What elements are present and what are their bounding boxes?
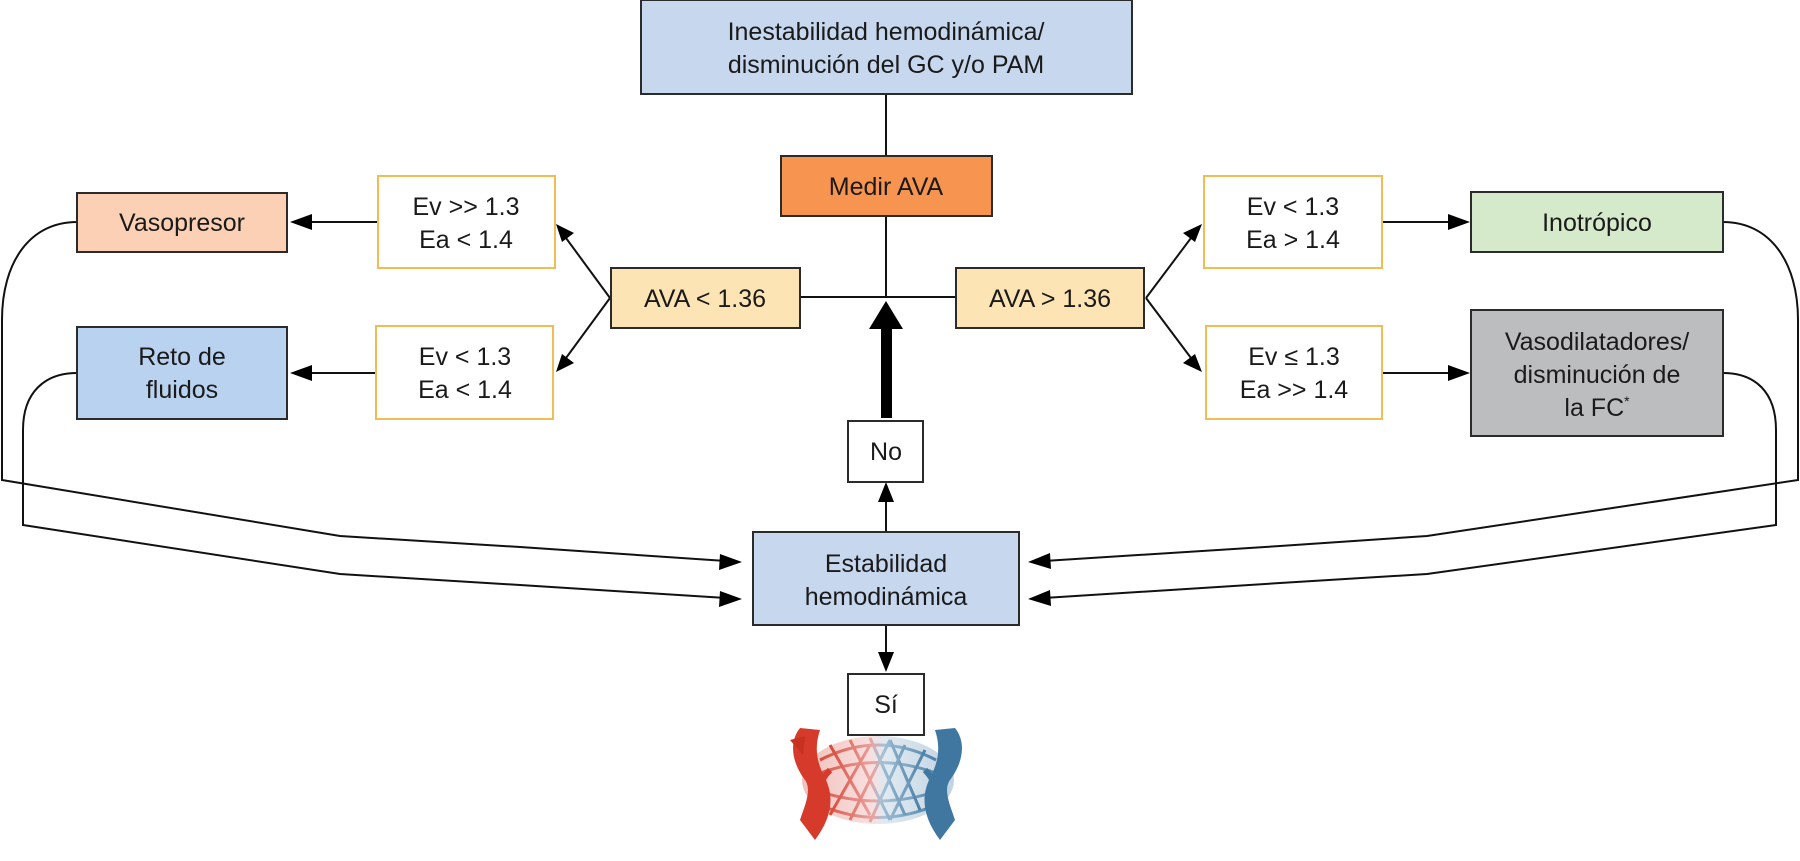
node-label: Inotrópico [1542, 209, 1652, 237]
arrowhead [1028, 590, 1051, 606]
capillary-network-icon [790, 728, 962, 840]
node-label-line-2: disminución de [1514, 361, 1681, 389]
node-box [76, 192, 288, 253]
arrowhead [290, 214, 312, 230]
node-hemodynamic-instability[interactable]: Inestabilidad hemodinámica/ disminución … [640, 0, 1133, 95]
arrowhead [719, 554, 742, 570]
edge-vasodilators-to-stability [1043, 372, 1777, 599]
node-box [375, 325, 554, 420]
arrowhead [1183, 224, 1202, 242]
node-label-line-1: Ev < 1.3 [1247, 193, 1339, 221]
arrowhead [719, 591, 742, 607]
node-label: Sí [874, 691, 898, 719]
node-label-line-1: Inestabilidad hemodinámica/ [728, 18, 1045, 46]
node-label-line-2: disminución del GC y/o PAM [728, 51, 1044, 79]
node-condition-ev-low-ea-high[interactable]: Ev < 1.3 Ea > 1.4 [1203, 175, 1383, 269]
arrowhead [556, 224, 574, 242]
node-box [847, 420, 924, 483]
edge-vasopresor-to-stability [0, 221, 727, 562]
node-box [76, 326, 288, 420]
node-label-line-1: Ev ≤ 1.3 [1248, 343, 1340, 371]
node-label: Medir AVA [829, 173, 944, 201]
node-label-line-1: Reto de [138, 343, 226, 371]
node-label-line-2: Ea < 1.4 [419, 226, 513, 254]
node-label-line-1: Ev < 1.3 [419, 343, 511, 371]
arrowhead [1448, 214, 1470, 230]
node-ava-low[interactable]: AVA < 1.36 [610, 267, 801, 329]
node-label-line-2: Ea > 1.4 [1246, 226, 1340, 254]
node-box [640, 0, 1133, 95]
node-label-line-2: hemodinámica [805, 583, 968, 611]
edge-inotropic-to-stability [1043, 221, 1799, 562]
node-label: Vasopresor [119, 209, 245, 237]
edges [0, 94, 1799, 672]
arrowhead [556, 354, 574, 372]
edge-ava-low-to-cond-bottom [565, 297, 611, 359]
node-inotropic[interactable]: Inotrópico [1470, 191, 1724, 253]
edge-ava-low-to-cond-top [565, 237, 611, 299]
node-box [752, 531, 1020, 626]
node-yes[interactable]: Sí [847, 673, 925, 736]
node-box [610, 267, 801, 329]
node-vasodilators-hr-reduction[interactable]: Vasodilatadores/ disminución de la FC* [1470, 309, 1724, 437]
node-fluid-challenge[interactable]: Reto de fluidos [76, 326, 288, 420]
thick-arrow-head [869, 301, 903, 329]
arrowhead [1028, 553, 1051, 569]
node-condition-ev-le-ea-very-high[interactable]: Ev ≤ 1.3 Ea >> 1.4 [1205, 325, 1383, 420]
node-box [847, 673, 925, 736]
node-label: AVA > 1.36 [989, 285, 1111, 313]
arrowhead [1448, 365, 1470, 381]
node-label: AVA < 1.36 [644, 285, 766, 313]
node-hemodynamic-stability[interactable]: Estabilidad hemodinámica [752, 531, 1020, 626]
node-measure-ava[interactable]: Medir AVA [780, 155, 993, 217]
node-label-line-2: Ea >> 1.4 [1240, 376, 1349, 404]
node-vasopresor[interactable]: Vasopresor [76, 192, 288, 253]
thick-arrow-shaft [881, 328, 892, 418]
arrowhead [878, 482, 894, 502]
edge-fluids-to-stability [22, 372, 727, 599]
footnote-marker: * [1624, 393, 1630, 409]
node-box [780, 155, 993, 217]
node-ava-high[interactable]: AVA > 1.36 [955, 267, 1145, 329]
node-label-line-1: Vasodilatadores/ [1505, 328, 1689, 356]
node-label-line-2: Ea < 1.4 [418, 376, 512, 404]
node-box [377, 175, 556, 269]
node-label-line-3-text: la FC [1564, 394, 1624, 422]
edge-ava-high-to-cond-top [1145, 237, 1192, 299]
node-box [1470, 191, 1724, 253]
node-condition-ev-high-ea-low[interactable]: Ev >> 1.3 Ea < 1.4 [377, 175, 556, 269]
node-box [1205, 325, 1383, 420]
node-label: No [870, 438, 902, 466]
node-no[interactable]: No [847, 420, 924, 483]
arrowhead [290, 365, 312, 381]
node-label-line-1: Estabilidad [825, 550, 947, 578]
arrowhead [1183, 354, 1202, 372]
edge-ava-high-to-cond-bottom [1145, 297, 1192, 359]
node-label-line-1: Ev >> 1.3 [412, 193, 519, 221]
node-box [1203, 175, 1383, 269]
node-condition-ev-low-ea-low[interactable]: Ev < 1.3 Ea < 1.4 [375, 325, 554, 420]
arrowhead [878, 652, 894, 672]
node-label-line-2: fluidos [146, 376, 218, 404]
node-box [955, 267, 1145, 329]
node-box [1470, 309, 1724, 437]
node-label-line-3: la FC* [1564, 393, 1630, 422]
